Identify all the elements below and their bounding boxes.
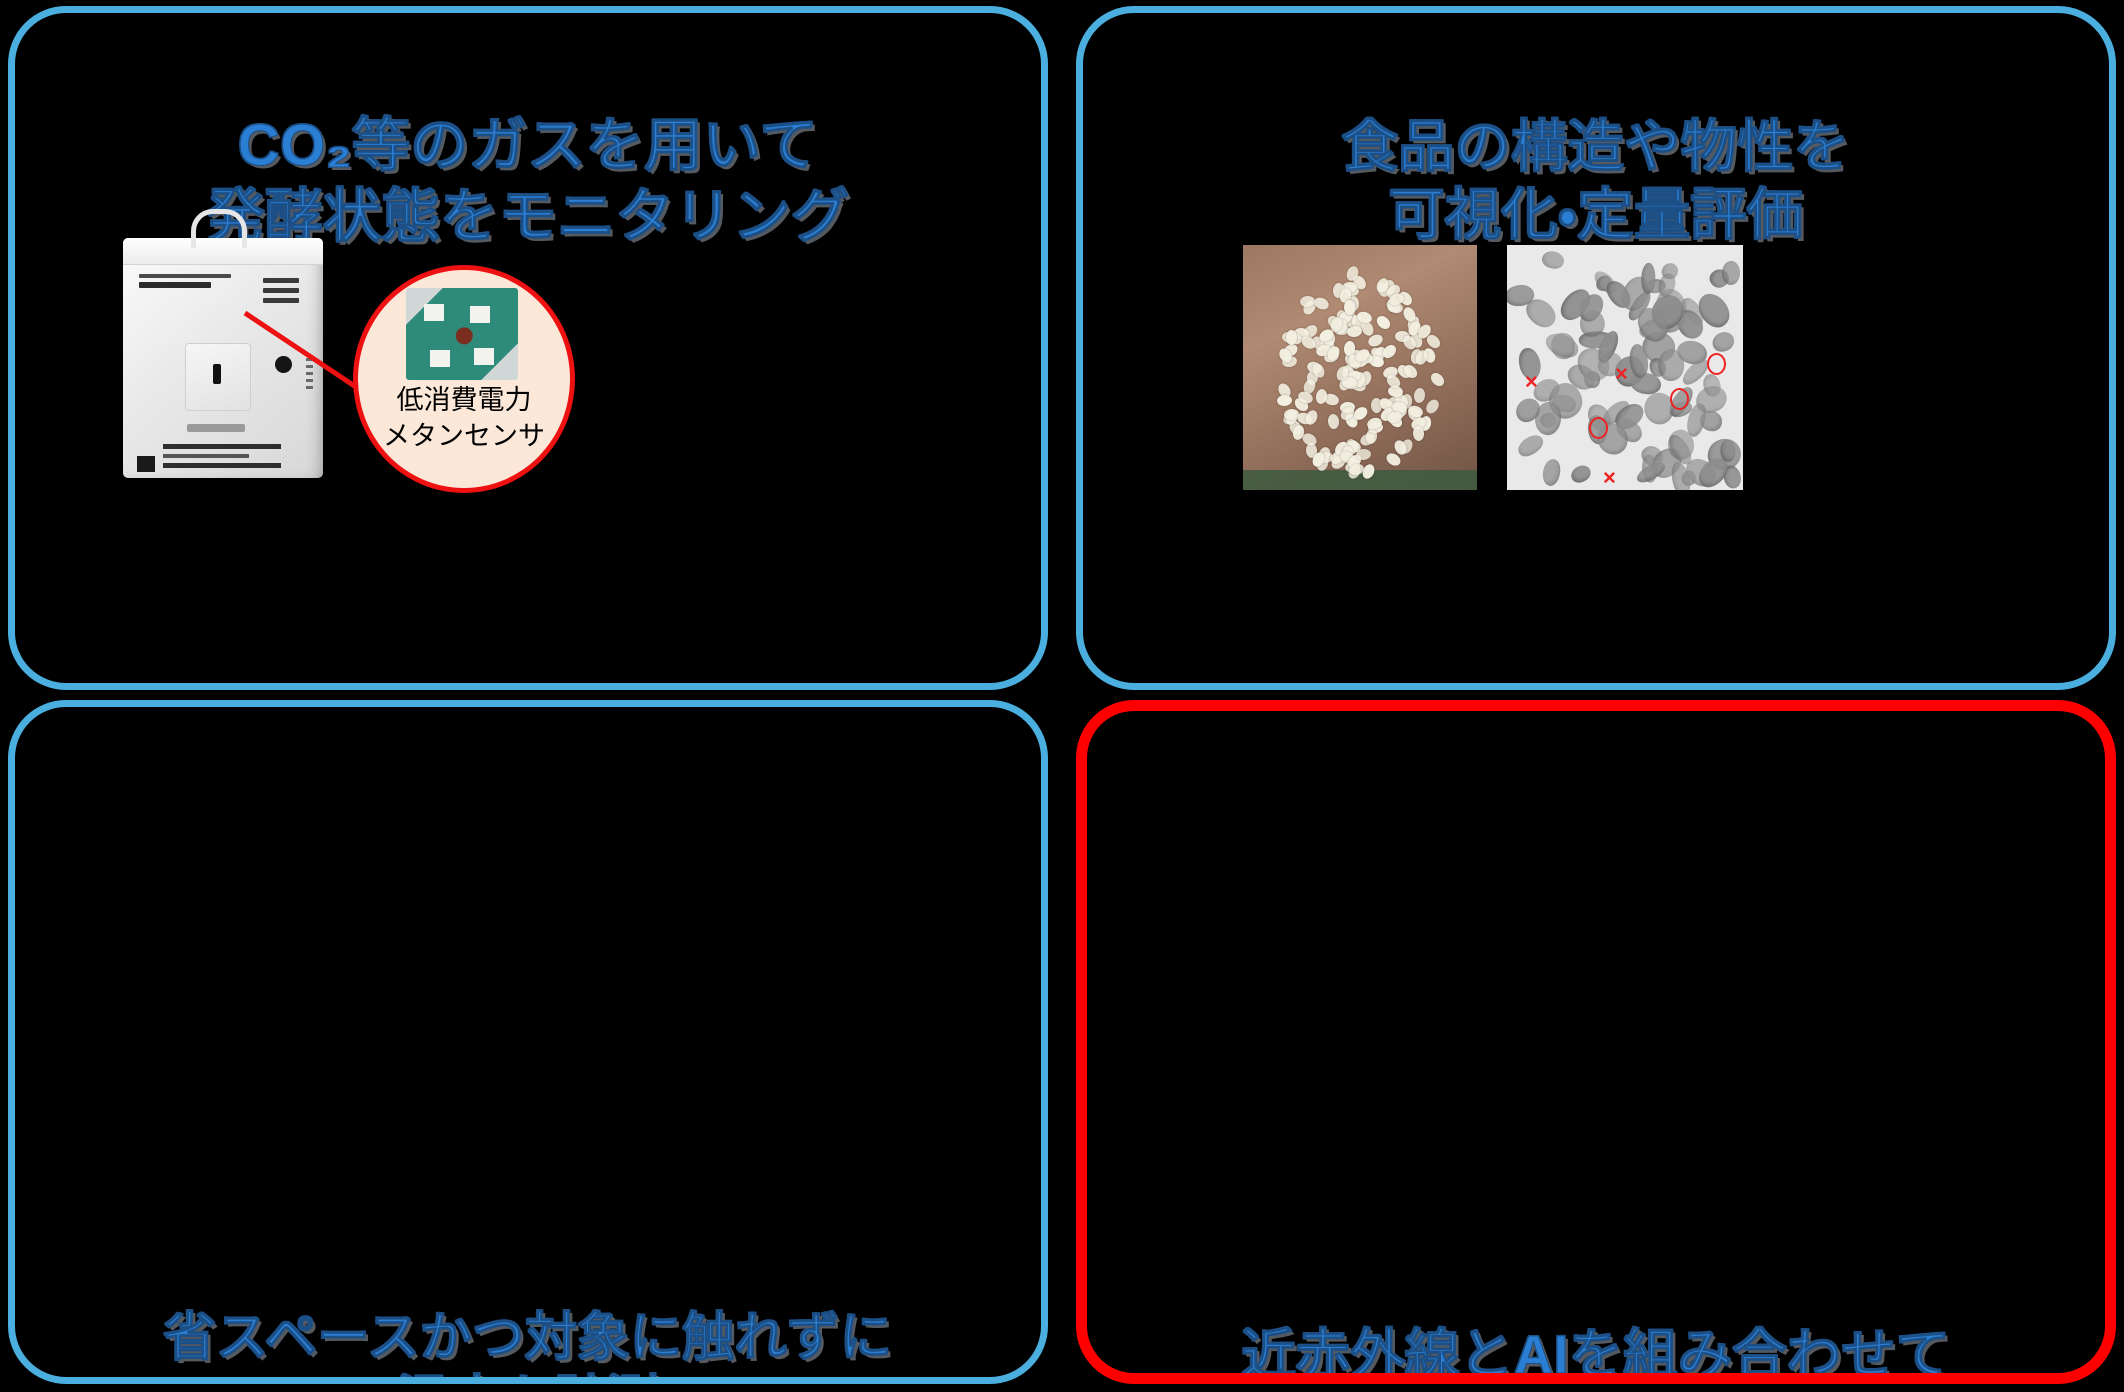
device-indicator-dot bbox=[275, 356, 292, 373]
rice-grain bbox=[1423, 396, 1442, 416]
marker-cross-icon: × bbox=[1525, 369, 1538, 394]
panel-nir-ai-analysis[interactable]: 近赤外線とAIを組み合わせて 食品成分を非破壊で瞬時に分析 bbox=[1076, 700, 2116, 1384]
gas-sensor-device-photo bbox=[123, 238, 323, 478]
rice-grain bbox=[1312, 295, 1331, 312]
device-hook bbox=[191, 209, 247, 248]
rice-grain bbox=[1412, 387, 1426, 404]
particle bbox=[1568, 462, 1593, 485]
marker-circle-icon bbox=[1589, 417, 1608, 439]
device-brand-text bbox=[139, 274, 249, 292]
marker-cross-icon: × bbox=[1615, 361, 1628, 386]
particle bbox=[1721, 260, 1741, 286]
rice-grain bbox=[1327, 413, 1341, 430]
methane-sensor-callout[interactable]: 低消費電力 メタンセンサ bbox=[353, 265, 575, 493]
device-slot bbox=[187, 424, 245, 432]
device-label-bars bbox=[163, 444, 281, 473]
rice-grain bbox=[1276, 394, 1293, 407]
particle bbox=[1711, 329, 1737, 354]
marker-circle-icon bbox=[1707, 353, 1726, 375]
particle bbox=[1540, 248, 1567, 272]
device-corner-block bbox=[137, 456, 155, 472]
rice-grain bbox=[1412, 425, 1425, 442]
particle bbox=[1542, 330, 1582, 362]
rice-grain bbox=[1354, 447, 1372, 461]
panel-heading-co2: CO₂等のガスを用いて 発酵状態をモニタリング bbox=[206, 113, 850, 250]
panel-co2-fermentation[interactable]: CO₂等のガスを用いて 発酵状態をモニタリング 低消費電力 メタンセンサ bbox=[8, 6, 1048, 690]
micrograph-photo: × × × bbox=[1507, 245, 1743, 490]
callout-leader-line bbox=[243, 310, 373, 400]
device-lid bbox=[123, 238, 323, 265]
rice-grain bbox=[1374, 313, 1393, 332]
panel-heading-temperature: 省スペースかつ対象に触れずに 温度を計測 bbox=[163, 1309, 893, 1377]
marker-cross-icon: × bbox=[1603, 465, 1616, 490]
panel-non-contact-temperature[interactable]: 省スペースかつ対象に触れずに 温度を計測 bbox=[8, 700, 1048, 1384]
particle bbox=[1514, 431, 1547, 460]
device-display-window bbox=[185, 343, 251, 411]
device-side-ticks bbox=[306, 358, 313, 393]
device-vent-icon bbox=[263, 278, 299, 308]
panel-heading-nir-ai: 近赤外線とAIを組み合わせて 食品成分を非破壊で瞬時に分析 bbox=[1241, 1325, 1951, 1384]
rice-grain bbox=[1428, 369, 1447, 389]
methane-sensor-chip-photo bbox=[406, 288, 518, 380]
particle bbox=[1584, 370, 1601, 389]
photo-background-strip bbox=[1243, 470, 1477, 490]
marker-circle-icon bbox=[1670, 388, 1689, 410]
rice-in-hand-photo bbox=[1243, 245, 1477, 490]
particle bbox=[1539, 457, 1564, 489]
methane-sensor-callout-label: 低消費電力 メタンセンサ bbox=[383, 385, 545, 452]
panel-food-structure[interactable]: 食品の構造や物性を 可視化・定量評価 × × × bbox=[1076, 6, 2116, 690]
panel-heading-food-structure: 食品の構造や物性を 可視化・定量評価 bbox=[1341, 115, 1851, 247]
